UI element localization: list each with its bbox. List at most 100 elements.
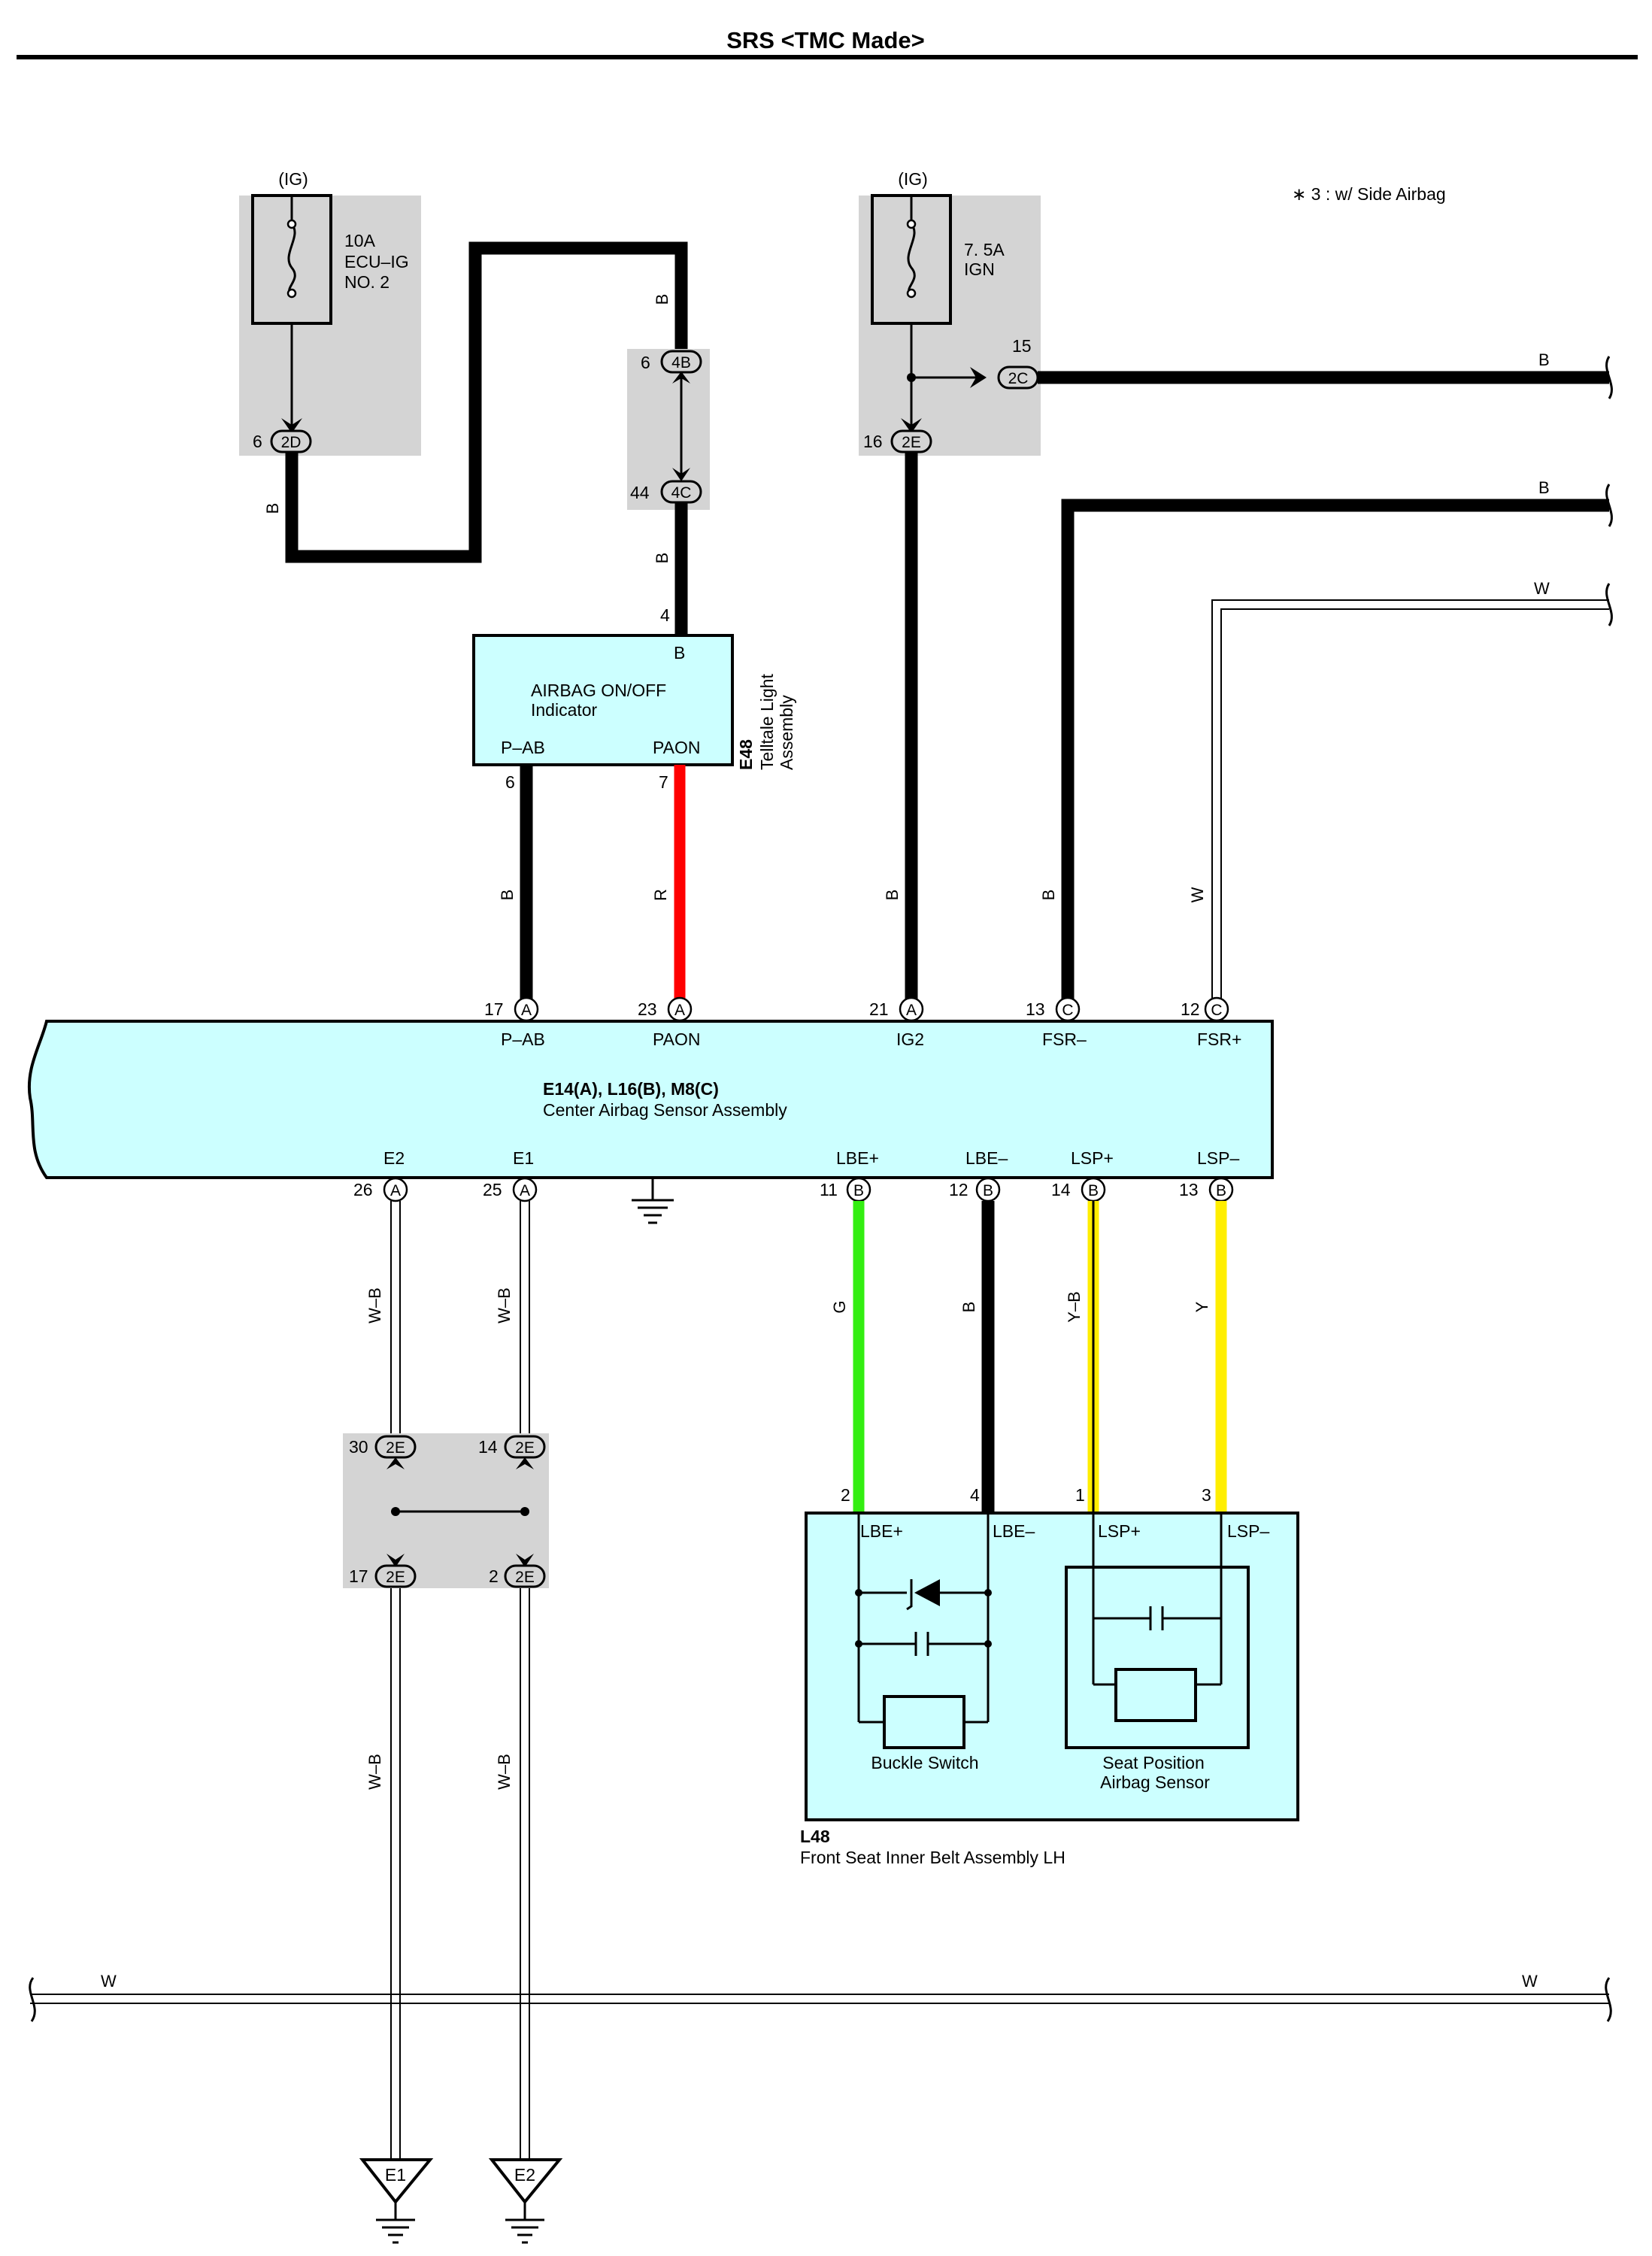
- side-airbag-note: ∗ 3 : w/ Side Airbag: [1292, 184, 1446, 204]
- svg-text:13: 13: [1026, 999, 1045, 1019]
- svg-text:14: 14: [1051, 1180, 1071, 1199]
- wire-break-mark: [1605, 583, 1613, 626]
- svg-text:E1: E1: [385, 2165, 406, 2185]
- svg-text:A: A: [906, 1002, 917, 1019]
- svg-text:LBE–: LBE–: [993, 1521, 1035, 1541]
- svg-text:W: W: [1522, 1972, 1538, 1991]
- svg-text:R: R: [651, 889, 670, 901]
- svg-text:1: 1: [1075, 1485, 1085, 1505]
- svg-text:23: 23: [638, 999, 657, 1019]
- svg-text:B: B: [653, 553, 671, 564]
- seat-position-airbag-sensor: Seat Position Airbag Sensor: [1065, 1513, 1250, 1792]
- svg-text:LBE+: LBE+: [836, 1148, 879, 1168]
- svg-text:2E: 2E: [515, 1569, 535, 1586]
- svg-text:E2: E2: [383, 1148, 405, 1168]
- svg-text:6: 6: [641, 353, 650, 372]
- svg-text:LBE+: LBE+: [860, 1521, 903, 1541]
- fuse-left-source: (IG): [278, 169, 308, 189]
- svg-text:L48: L48: [800, 1827, 830, 1846]
- svg-text:C: C: [1211, 1002, 1222, 1019]
- svg-text:2D: 2D: [281, 434, 302, 451]
- svg-text:W: W: [1188, 887, 1207, 902]
- svg-text:10A: 10A: [344, 231, 376, 250]
- svg-text:FSR–: FSR–: [1042, 1029, 1087, 1049]
- svg-text:Seat Position: Seat Position: [1102, 1753, 1205, 1772]
- case-ground-icon: [632, 1178, 674, 1224]
- svg-text:ECU–IG: ECU–IG: [344, 252, 409, 271]
- svg-text:Y–B: Y–B: [1065, 1291, 1084, 1323]
- svg-text:17: 17: [349, 1566, 368, 1586]
- svg-text:FSR+: FSR+: [1197, 1029, 1241, 1049]
- svg-text:LSP+: LSP+: [1098, 1521, 1141, 1541]
- svg-text:14: 14: [478, 1437, 498, 1457]
- wire-fsr-plus: [1211, 599, 1609, 1000]
- svg-text:E14(A), L16(B), M8(C): E14(A), L16(B), M8(C): [543, 1079, 719, 1099]
- svg-text:Indicator: Indicator: [531, 700, 598, 720]
- svg-text:G: G: [830, 1300, 849, 1313]
- svg-text:12: 12: [949, 1180, 968, 1199]
- svg-text:W–B: W–B: [495, 1754, 514, 1790]
- svg-text:W: W: [101, 1972, 117, 1991]
- svg-text:B: B: [853, 1182, 864, 1199]
- junction-4b-4c: 4B 6 4C 44: [627, 349, 710, 510]
- svg-text:B: B: [498, 890, 517, 901]
- svg-text:3: 3: [1202, 1485, 1211, 1505]
- svg-text:2C: 2C: [1008, 370, 1029, 387]
- svg-text:21: 21: [869, 999, 889, 1019]
- svg-text:12: 12: [1181, 999, 1200, 1019]
- svg-text:Airbag Sensor: Airbag Sensor: [1100, 1772, 1210, 1792]
- svg-text:A: A: [390, 1182, 401, 1199]
- svg-text:2E: 2E: [386, 1569, 405, 1586]
- airbag-indicator-e48: 4 B AIRBAG ON/OFF Indicator P–AB PAON E4…: [472, 605, 796, 792]
- svg-text:B: B: [1088, 1182, 1099, 1199]
- svg-text:NO. 2: NO. 2: [344, 272, 390, 292]
- svg-text:Buckle Switch: Buckle Switch: [871, 1753, 978, 1772]
- svg-text:13: 13: [1179, 1180, 1199, 1199]
- svg-text:W–B: W–B: [365, 1287, 384, 1324]
- svg-text:25: 25: [483, 1180, 502, 1199]
- svg-text:26: 26: [353, 1180, 373, 1199]
- wire-e1-ground: [520, 1201, 530, 2188]
- svg-text:4B: 4B: [671, 354, 691, 371]
- svg-text:17: 17: [484, 999, 504, 1019]
- svg-text:Telltale Light: Telltale Light: [757, 674, 777, 770]
- ecu-top-pins: A 17 P–AB A 23 PAON A 21 IG2 C 13 FSR– C…: [484, 996, 1241, 1049]
- svg-text:A: A: [521, 1002, 532, 1019]
- svg-text:16: 16: [863, 432, 883, 451]
- svg-text:B: B: [959, 1302, 978, 1313]
- svg-text:6: 6: [253, 432, 262, 451]
- buckle-switch: Buckle Switch: [855, 1513, 992, 1772]
- page-title: SRS <TMC Made>: [726, 27, 925, 53]
- svg-text:IGN: IGN: [964, 259, 995, 279]
- svg-text:E48: E48: [736, 739, 756, 770]
- svg-text:P–AB: P–AB: [501, 1029, 545, 1049]
- ground-e1-icon: E1: [359, 2158, 434, 2244]
- svg-text:4: 4: [660, 605, 670, 625]
- center-airbag-sensor-assembly: E14(A), L16(B), M8(C) Center Airbag Sens…: [27, 1020, 1274, 1179]
- svg-text:P–AB: P–AB: [501, 738, 545, 757]
- svg-text:W–B: W–B: [495, 1287, 514, 1324]
- svg-text:Assembly: Assembly: [777, 695, 796, 770]
- svg-text:B: B: [1538, 350, 1550, 369]
- junction-2e: 2E 30 2E 14 2E 17 2E 2: [343, 1433, 549, 1588]
- wire-break-mark: [1605, 356, 1613, 399]
- svg-text:Center Airbag Sensor Assembly: Center Airbag Sensor Assembly: [543, 1100, 787, 1120]
- fuse-ecu-ig-no2: (IG) 10A ECU–IG NO. 2 2D 6: [239, 169, 421, 456]
- svg-text:LSP–: LSP–: [1227, 1521, 1269, 1541]
- svg-text:A: A: [674, 1002, 685, 1019]
- svg-text:Front Seat Inner Belt Assembly: Front Seat Inner Belt Assembly LH: [800, 1848, 1065, 1867]
- svg-text:2E: 2E: [386, 1439, 405, 1457]
- ground-e2-icon: E2: [488, 2158, 563, 2244]
- front-seat-inner-belt-assembly: 2 4 1 3 LBE+ LBE– LSP+ LSP– Buc: [800, 1485, 1299, 1867]
- svg-text:(IG): (IG): [898, 169, 928, 189]
- svg-text:W–B: W–B: [365, 1754, 384, 1790]
- svg-text:Y: Y: [1193, 1301, 1211, 1312]
- svg-text:B: B: [983, 1182, 993, 1199]
- svg-text:11: 11: [820, 1180, 838, 1199]
- wire-ecu-ig-to-junction: [285, 241, 688, 563]
- svg-text:E1: E1: [513, 1148, 534, 1168]
- svg-text:4C: 4C: [671, 484, 692, 502]
- svg-text:2: 2: [841, 1485, 850, 1505]
- svg-text:B: B: [653, 294, 671, 305]
- wire-fsr-minus: [1061, 499, 1609, 1000]
